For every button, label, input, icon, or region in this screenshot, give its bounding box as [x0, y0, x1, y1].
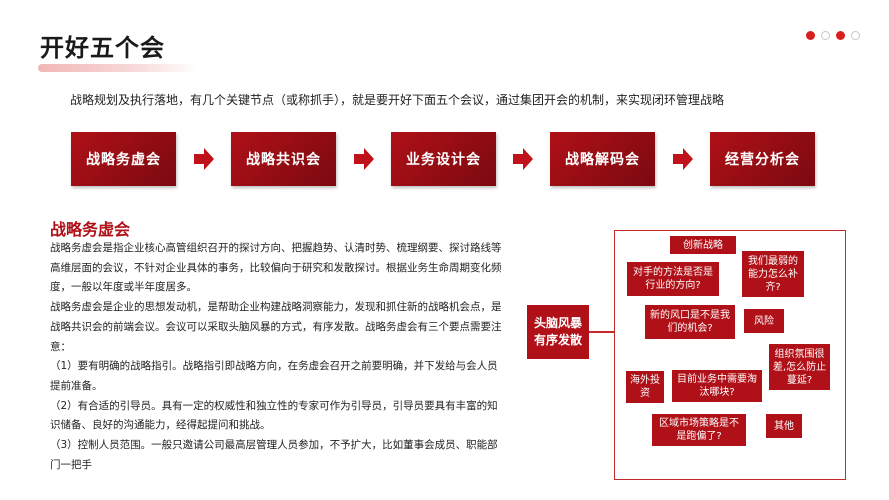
- idea-tag: 其他: [766, 414, 802, 438]
- dot-hollow: [821, 31, 830, 40]
- idea-tag: 区域市场策略是不是跑偏了?: [652, 414, 746, 446]
- paragraph: 战略务虚会是企业的思想发动机，是帮助企业构建战略洞察能力，发现和抓住新的战略机会…: [50, 301, 502, 353]
- dot-hollow: [851, 31, 860, 40]
- section-body: 战略务虚会是指企业核心高管组织召开的探讨方向、把握趋势、认清时势、梳理纲要、探讨…: [50, 239, 502, 475]
- brainstorm-label: 头脑风暴 有序发散: [527, 305, 589, 359]
- title-underline-decoration: [38, 64, 198, 72]
- idea-tag: 我们最弱的能力怎么补齐?: [742, 251, 804, 297]
- paragraph: 战略务虚会是指企业核心高管组织召开的探讨方向、把握趋势、认清时势、梳理纲要、探讨…: [50, 242, 502, 294]
- flow-step-business-analysis: 经营分析会: [710, 132, 815, 186]
- dot-filled: [806, 31, 815, 40]
- brainstorm-label-line: 头脑风暴: [533, 316, 582, 330]
- point-item: （3）控制人员范围。一般只邀请公司最高层管理人员参加，不予扩大，比如董事会成员、…: [50, 439, 498, 471]
- idea-tag: 对手的方法是否是行业的方向?: [627, 262, 719, 296]
- page-title: 开好五个会: [40, 34, 165, 62]
- intro-text: 战略规划及执行落地，有几个关键节点（或称抓手），就是要开好下面五个会议，通过集团…: [70, 93, 725, 107]
- flow-step-strategy-retreat: 战略务虚会: [71, 132, 176, 186]
- idea-tag: 创新战略: [670, 236, 736, 254]
- point-item: （1）要有明确的战略指引。战略指引即战略方向，在务虚会召开之前要明确，并下发给与…: [50, 360, 498, 392]
- idea-tag: 新的风口是不是我们的机会?: [645, 305, 735, 339]
- point-item: （2）有合适的引导员。具有一定的权威性和独立性的专家可作为引导员，引导员要具有丰…: [50, 399, 498, 432]
- pagination-dots: [806, 31, 860, 40]
- idea-tag: 风险: [744, 309, 784, 333]
- flow-step-business-design: 业务设计会: [391, 132, 496, 186]
- idea-tag: 海外投资: [626, 371, 664, 403]
- arrow-right-icon: [673, 148, 693, 170]
- arrow-right-icon: [513, 148, 533, 170]
- flow-step-strategy-consensus: 战略共识会: [231, 132, 336, 186]
- arrow-right-icon: [194, 148, 214, 170]
- dot-filled: [836, 31, 845, 40]
- flow-step-strategy-decoding: 战略解码会: [550, 132, 655, 186]
- connector-line: [589, 331, 614, 333]
- idea-tag: 目前业务中需要淘汰哪块?: [672, 370, 762, 402]
- arrow-right-icon: [354, 148, 374, 170]
- brainstorm-label-line: 有序发散: [533, 333, 582, 347]
- idea-tag: 组织氛围很差,怎么防止蔓延?: [769, 344, 830, 390]
- section-heading: 战略务虚会: [50, 220, 131, 239]
